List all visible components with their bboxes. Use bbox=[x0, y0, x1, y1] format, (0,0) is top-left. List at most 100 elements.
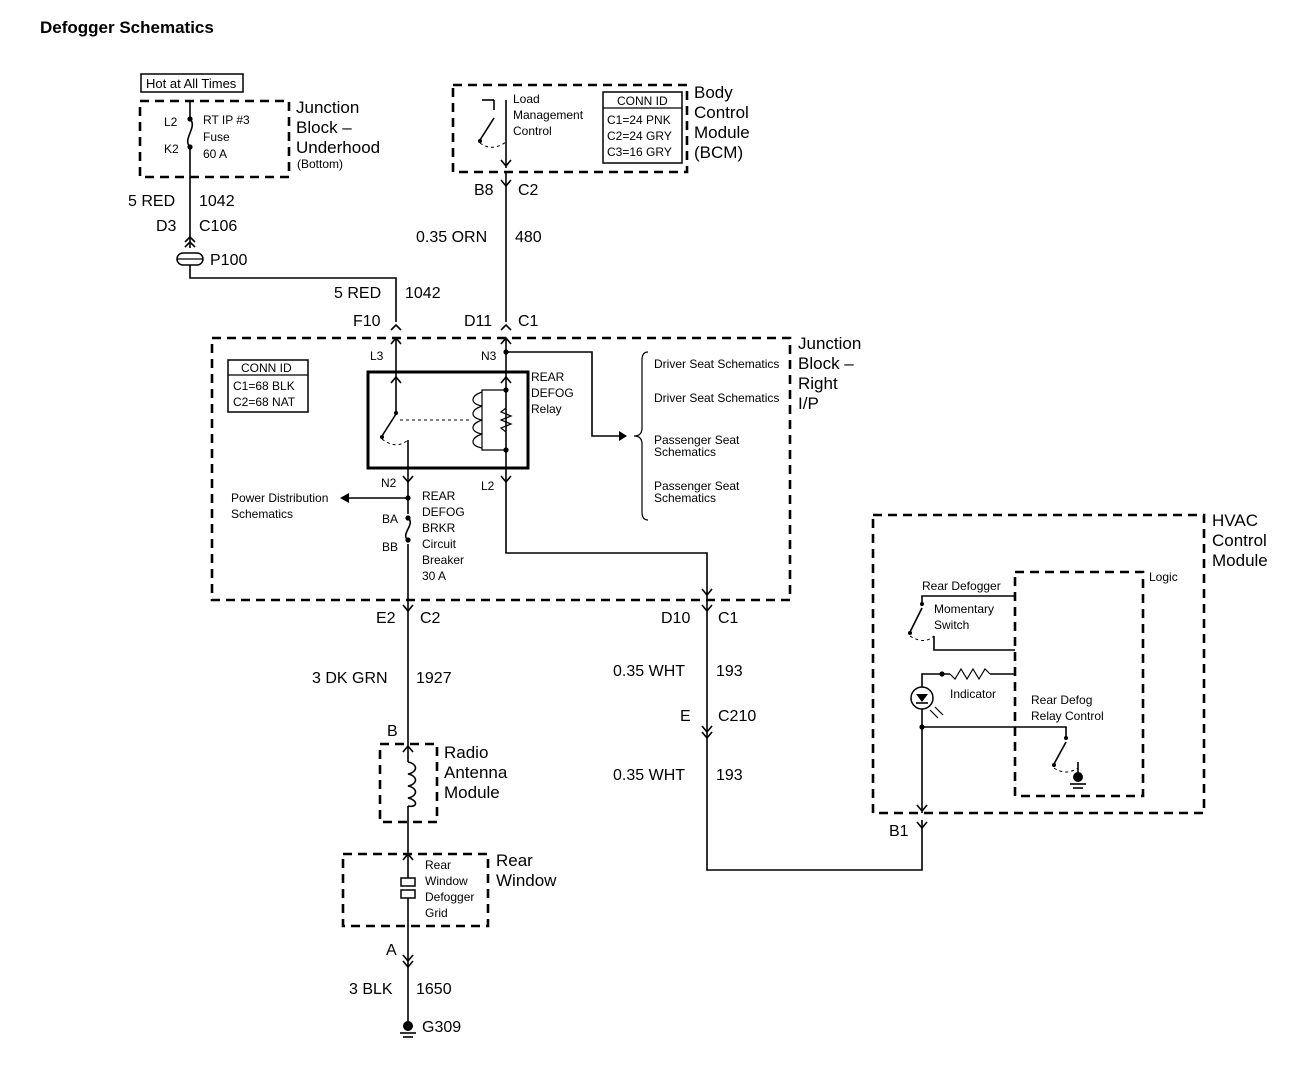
bcm-conn-id-c1: C1=24 PNK bbox=[607, 113, 671, 127]
wire-480-circuit: 480 bbox=[515, 229, 542, 246]
rear-window-name: Rear Window bbox=[496, 851, 557, 890]
pass-through-p100: P100 bbox=[210, 252, 247, 269]
svg-text:Antenna: Antenna bbox=[444, 763, 508, 782]
svg-text:30 A: 30 A bbox=[422, 569, 446, 583]
rear-defog-relay-label: REAR DEFOG Relay bbox=[531, 370, 574, 416]
connector-b1: B1 bbox=[889, 823, 909, 840]
jb-ip-conn-id-c2: C2=68 NAT bbox=[233, 395, 296, 409]
svg-text:Junction: Junction bbox=[296, 98, 359, 117]
wire-193-circuit-upper: 193 bbox=[716, 663, 743, 680]
svg-text:RT IP #3: RT IP #3 bbox=[203, 113, 250, 127]
relay-coil-icon bbox=[472, 372, 513, 468]
svg-text:Right: Right bbox=[798, 374, 838, 393]
fuse-icon bbox=[186, 101, 194, 177]
bcm-name: Body Control Module (BCM) bbox=[694, 83, 750, 162]
ground-icon bbox=[400, 1021, 416, 1038]
rear-defog-relay-box bbox=[366, 370, 530, 470]
svg-text:Relay: Relay bbox=[531, 402, 562, 416]
hvac-control-module-outline bbox=[871, 513, 1206, 815]
connector-c210: C210 bbox=[718, 708, 756, 725]
svg-text:Block –: Block – bbox=[798, 354, 854, 373]
pin-l2-underhood: L2 bbox=[164, 115, 178, 129]
relay-switch-icon bbox=[380, 372, 470, 468]
momentary-switch-icon bbox=[908, 595, 1015, 651]
defogger-grid-icon bbox=[400, 852, 416, 926]
hot-at-all-times-label: Hot at All Times bbox=[146, 76, 237, 91]
bcm-conn-id-c3: C3=16 GRY bbox=[607, 145, 672, 159]
defogger-grid-label: Rear Window Defogger Grid bbox=[425, 858, 474, 920]
pin-l3: L3 bbox=[370, 349, 384, 363]
svg-text:Management: Management bbox=[513, 108, 584, 122]
hvac-internal-chevron-icon bbox=[916, 804, 928, 813]
bcm-outline bbox=[451, 83, 689, 174]
svg-text:Body: Body bbox=[694, 83, 733, 102]
svg-text:Schematics: Schematics bbox=[231, 507, 293, 521]
svg-text:Module: Module bbox=[694, 123, 750, 142]
pin-n3: N3 bbox=[481, 349, 497, 363]
radio-antenna-module-outline bbox=[378, 742, 439, 824]
bcm-conn-id-header: CONN ID bbox=[617, 94, 668, 108]
pin-ba: BA bbox=[382, 512, 398, 526]
wire-1042-gauge-lower: 5 RED bbox=[334, 285, 381, 302]
svg-text:I/P: I/P bbox=[798, 394, 819, 413]
seat-ref-2: Driver Seat Schematics bbox=[654, 391, 779, 405]
svg-text:Rear Defog: Rear Defog bbox=[1031, 693, 1092, 707]
power-distribution-arrow-icon bbox=[340, 493, 349, 503]
wire-1042-circuit-lower: 1042 bbox=[405, 285, 441, 302]
wire-n3-to-seat-refs bbox=[506, 351, 626, 437]
seat-refs-arrow-icon bbox=[619, 431, 627, 441]
svg-text:DEFOG: DEFOG bbox=[531, 386, 574, 400]
inductor-icon bbox=[402, 744, 417, 822]
seat-ref-4: Passenger Seat Schematics bbox=[654, 479, 740, 505]
pin-l2-ip: L2 bbox=[481, 479, 495, 493]
connector-d11-chevron-icon bbox=[500, 323, 512, 331]
svg-text:Rear: Rear bbox=[425, 858, 451, 872]
junction-block-ip-outline bbox=[210, 336, 792, 602]
bcm-conn-id-c2: C2=24 GRY bbox=[607, 129, 672, 143]
page-title: Defogger Schematics bbox=[40, 18, 214, 37]
connector-f10-chevron-icon bbox=[390, 323, 402, 331]
svg-text:Power Distribution: Power Distribution bbox=[231, 491, 328, 505]
junction-block-ip-name: Junction Block – Right I/P bbox=[798, 334, 861, 413]
svg-text:Load: Load bbox=[513, 92, 540, 106]
svg-text:REAR: REAR bbox=[422, 489, 456, 503]
wire-1650-gauge: 3 BLK bbox=[349, 981, 393, 998]
connector-d11: D11 bbox=[464, 313, 492, 330]
junction-block-underhood-name: Junction Block – Underhood bbox=[296, 98, 380, 157]
p100-pass-through-icon bbox=[176, 252, 204, 266]
wire-193-gauge-lower: 0.35 WHT bbox=[613, 767, 685, 784]
svg-text:REAR: REAR bbox=[531, 370, 565, 384]
svg-text:Passenger Seat: Passenger Seat bbox=[654, 433, 740, 447]
svg-text:60 A: 60 A bbox=[203, 147, 227, 161]
wire-1042-circuit-upper: 1042 bbox=[199, 193, 235, 210]
connector-e: E bbox=[680, 708, 691, 725]
wire-193-gauge-upper: 0.35 WHT bbox=[613, 663, 685, 680]
load-management-switch-icon bbox=[478, 99, 512, 168]
wire-1927-circuit: 1927 bbox=[416, 670, 452, 687]
jb-ip-conn-id-c1: C1=68 BLK bbox=[233, 379, 295, 393]
rear-defogger-label: Rear Defogger bbox=[922, 579, 1001, 593]
connector-b8: B8 bbox=[474, 182, 494, 199]
svg-text:DEFOG: DEFOG bbox=[422, 505, 465, 519]
jb-ip-conn-id-table bbox=[227, 359, 309, 413]
wire-1650-circuit: 1650 bbox=[416, 981, 452, 998]
svg-text:Module: Module bbox=[1212, 551, 1268, 570]
circuit-breaker-icon bbox=[402, 514, 414, 544]
svg-text:BRKR: BRKR bbox=[422, 521, 456, 535]
connector-c106: C106 bbox=[199, 218, 237, 235]
indicator-led-icon bbox=[910, 667, 1015, 730]
svg-text:Rear: Rear bbox=[496, 851, 533, 870]
wire-1042-lower bbox=[189, 265, 397, 322]
hvac-control-module-name: HVAC Control Module bbox=[1212, 511, 1268, 570]
bcm-conn-id-table bbox=[602, 91, 683, 164]
svg-text:Schematics: Schematics bbox=[654, 445, 716, 459]
connector-b1-chevron-icon bbox=[916, 821, 928, 830]
hot-at-all-times-box bbox=[140, 73, 244, 93]
wire-193-circuit-lower: 193 bbox=[716, 767, 743, 784]
svg-text:Control: Control bbox=[1212, 531, 1267, 550]
svg-text:Block –: Block – bbox=[296, 118, 352, 137]
jb-ip-conn-id-header: CONN ID bbox=[241, 361, 292, 375]
connector-d3: D3 bbox=[156, 218, 177, 235]
svg-text:Momentary: Momentary bbox=[934, 602, 994, 616]
svg-text:HVAC: HVAC bbox=[1212, 511, 1258, 530]
